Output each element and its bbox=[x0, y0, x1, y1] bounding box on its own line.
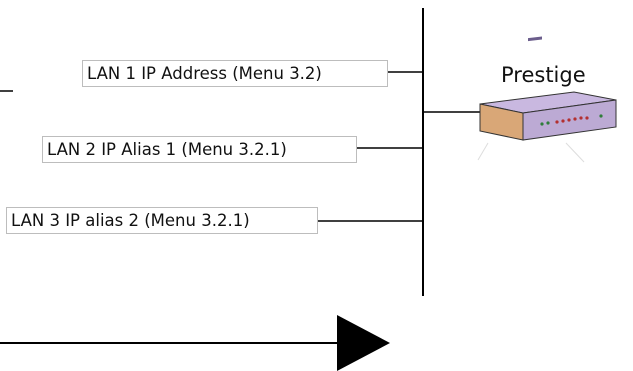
lan3-ip-alias2-label: LAN 3 IP alias 2 (Menu 3.2.1) bbox=[6, 207, 318, 234]
lan1-ip-address-label: LAN 1 IP Address (Menu 3.2) bbox=[82, 60, 388, 87]
router-icon bbox=[477, 36, 617, 163]
router-name-label: Prestige bbox=[501, 63, 586, 87]
lan2-ip-alias1-label: LAN 2 IP Alias 1 (Menu 3.2.1) bbox=[42, 136, 357, 163]
arrow-right bbox=[0, 315, 390, 371]
